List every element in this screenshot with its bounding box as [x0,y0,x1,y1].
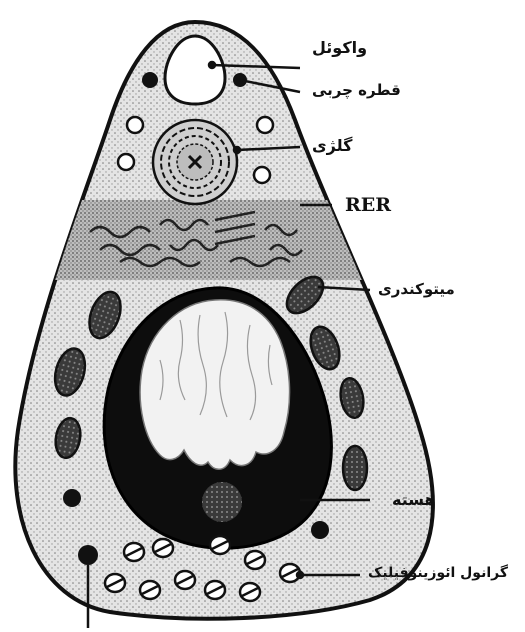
eosinophilic-granule [140,581,160,599]
label-eosinophilic-granule: گرانول ائوزینوفیلیک [368,566,508,580]
nucleolus [202,482,242,522]
label-rer: RER [345,196,391,215]
eosinophilic-granule [105,574,125,592]
label-nucleus: هسته [392,492,436,508]
label-fat-droplet: قطره چربی [312,83,401,98]
label-vacuole: واکوئل [312,40,367,56]
fat-droplet [142,72,158,88]
mitochondrion [343,446,367,490]
golgi [153,120,237,204]
eosinophilic-granule [124,543,144,561]
eosinophilic-granule [240,583,260,601]
label-mitochondria: میتوکندری [378,282,455,297]
label-golgi: گلژی [312,138,352,154]
eosinophilic-granule [175,571,195,589]
eosinophilic-granule [210,536,230,554]
eosinophilic-granule [245,551,265,569]
eosinophilic-granule [153,539,173,557]
rer-band [0,200,525,280]
eosinophilic-granule [205,581,225,599]
